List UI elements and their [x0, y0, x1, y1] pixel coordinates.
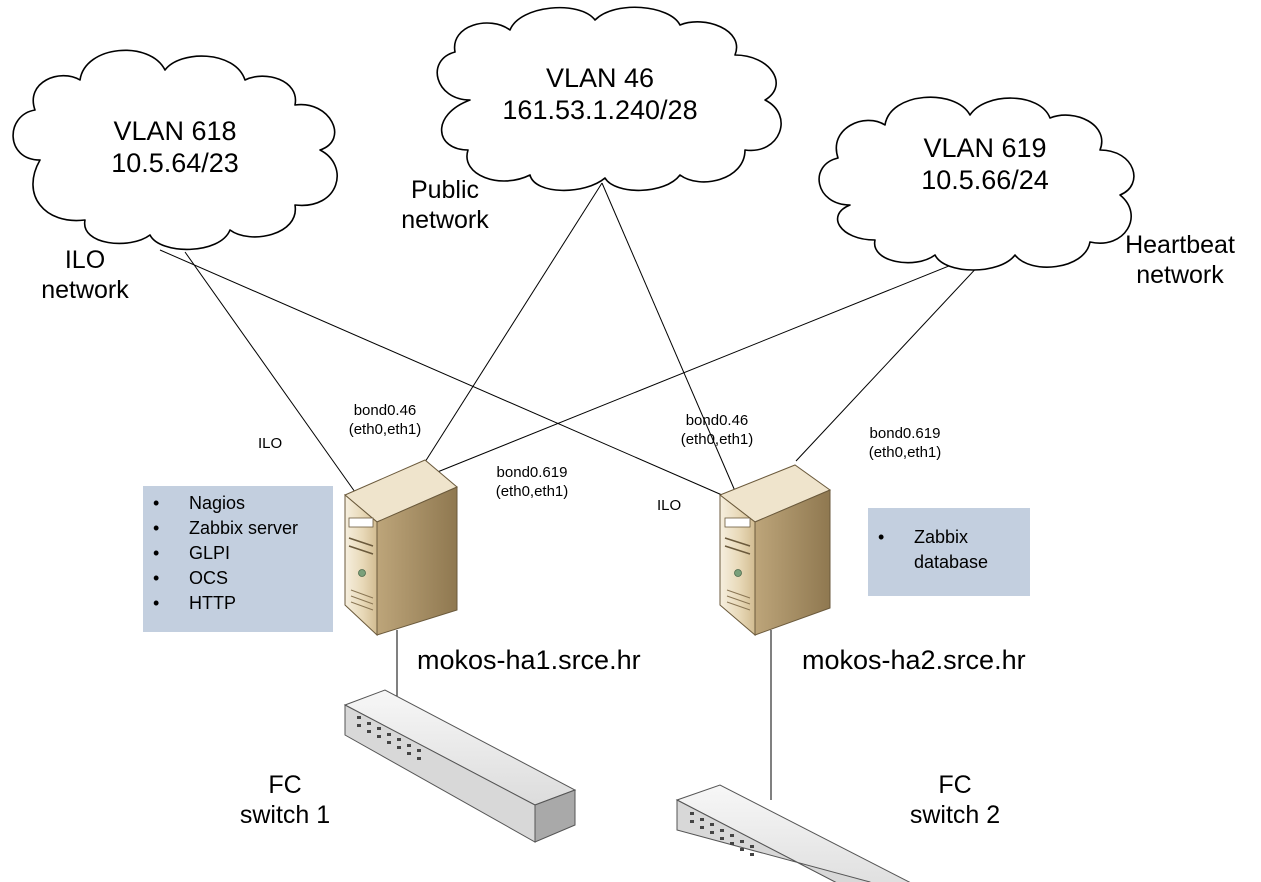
ha2-ilo-label: ILO	[657, 497, 682, 514]
link-heartbeat-ha2	[795, 246, 997, 462]
ha1-hostname: mokos-ha1.srce.hr	[417, 645, 641, 675]
link-public-ha1	[424, 182, 603, 463]
cloud-vlan-619-label: VLAN 619 10.5.66/24	[895, 132, 1075, 197]
heartbeat-network-line2: network	[1136, 261, 1224, 289]
service-item: HTTP	[143, 591, 333, 616]
heartbeat-network-line1: Heartbeat	[1125, 231, 1235, 259]
fc-switch-2-line1: FC	[938, 771, 972, 799]
fc-switch-2	[675, 784, 911, 882]
cloud-vlan-619	[818, 96, 1135, 271]
ha1-services-box: Nagios Zabbix server GLPI OCS HTTP	[143, 486, 333, 632]
vlan-618-subnet: 10.5.64/23	[111, 148, 239, 179]
vlan-46-name: VLAN 46	[545, 63, 655, 93]
ha1-bond619-name: bond0.619	[496, 464, 568, 481]
service-item: Zabbix database	[868, 525, 1030, 575]
ha2-hostname: mokos-ha2.srce.hr	[802, 645, 1026, 675]
ha1-bond46-label: bond0.46 (eth0,eth1)	[340, 402, 430, 440]
ha2-bond619-label: bond0.619 (eth0,eth1)	[855, 425, 955, 463]
heartbeat-network-label: Heartbeat network	[1105, 230, 1255, 290]
service-item: Zabbix server	[143, 516, 333, 541]
server-mokos-ha2	[719, 464, 832, 637]
link-heartbeat-ha1	[429, 246, 997, 476]
vlan-46-subnet: 161.53.1.240/28	[502, 95, 698, 126]
ha2-bond619-members: (eth0,eth1)	[868, 443, 942, 461]
public-network-line2: network	[401, 206, 489, 234]
ilo-network-line1: ILO	[64, 246, 106, 274]
fc-switch-1-line2: switch 1	[239, 801, 331, 829]
ha1-bond46-name: bond0.46	[353, 402, 417, 419]
cloud-vlan-46	[436, 6, 782, 192]
ha2-services-box: Zabbix database	[868, 508, 1030, 596]
fc-switch-2-label: FC switch 2	[890, 770, 1020, 830]
ha1-bond619-members: (eth0,eth1)	[495, 482, 569, 500]
link-ilo-ha2	[159, 249, 723, 496]
cloud-vlan-618	[12, 49, 338, 251]
cloud-vlan-618-label: VLAN 618 10.5.64/23	[90, 115, 260, 180]
ha1-bond46-members: (eth0,eth1)	[348, 420, 422, 438]
link-ilo-ha1	[184, 251, 356, 493]
ilo-network-label: ILO network	[15, 245, 155, 305]
vlan-619-name: VLAN 619	[923, 133, 1047, 163]
ha1-bond619-label: bond0.619 (eth0,eth1)	[482, 464, 582, 502]
fc-switch-1	[343, 689, 577, 843]
link-public-ha2	[601, 182, 736, 492]
public-network-line1: Public	[410, 176, 480, 204]
fc-switch-1-label: FC switch 1	[225, 770, 345, 830]
service-item: Nagios	[143, 491, 333, 516]
vlan-619-subnet: 10.5.66/24	[921, 165, 1049, 196]
connection-lines	[159, 182, 997, 800]
ilo-network-line2: network	[41, 276, 129, 304]
ha2-bond46-members: (eth0,eth1)	[680, 430, 754, 448]
ha2-bond46-label: bond0.46 (eth0,eth1)	[672, 412, 762, 450]
service-item: GLPI	[143, 541, 333, 566]
vlan-618-name: VLAN 618	[113, 116, 237, 146]
public-network-label: Public network	[375, 175, 515, 235]
fc-switch-1-line1: FC	[268, 771, 302, 799]
fc-switch-2-line2: switch 2	[909, 801, 1001, 829]
server-mokos-ha1	[344, 459, 458, 637]
cloud-vlan-46-label: VLAN 46 161.53.1.240/28	[480, 62, 720, 127]
ha2-bond46-name: bond0.46	[685, 412, 749, 429]
ha2-bond619-name: bond0.619	[869, 425, 941, 442]
service-item: OCS	[143, 566, 333, 591]
ha1-ilo-label: ILO	[258, 435, 283, 452]
